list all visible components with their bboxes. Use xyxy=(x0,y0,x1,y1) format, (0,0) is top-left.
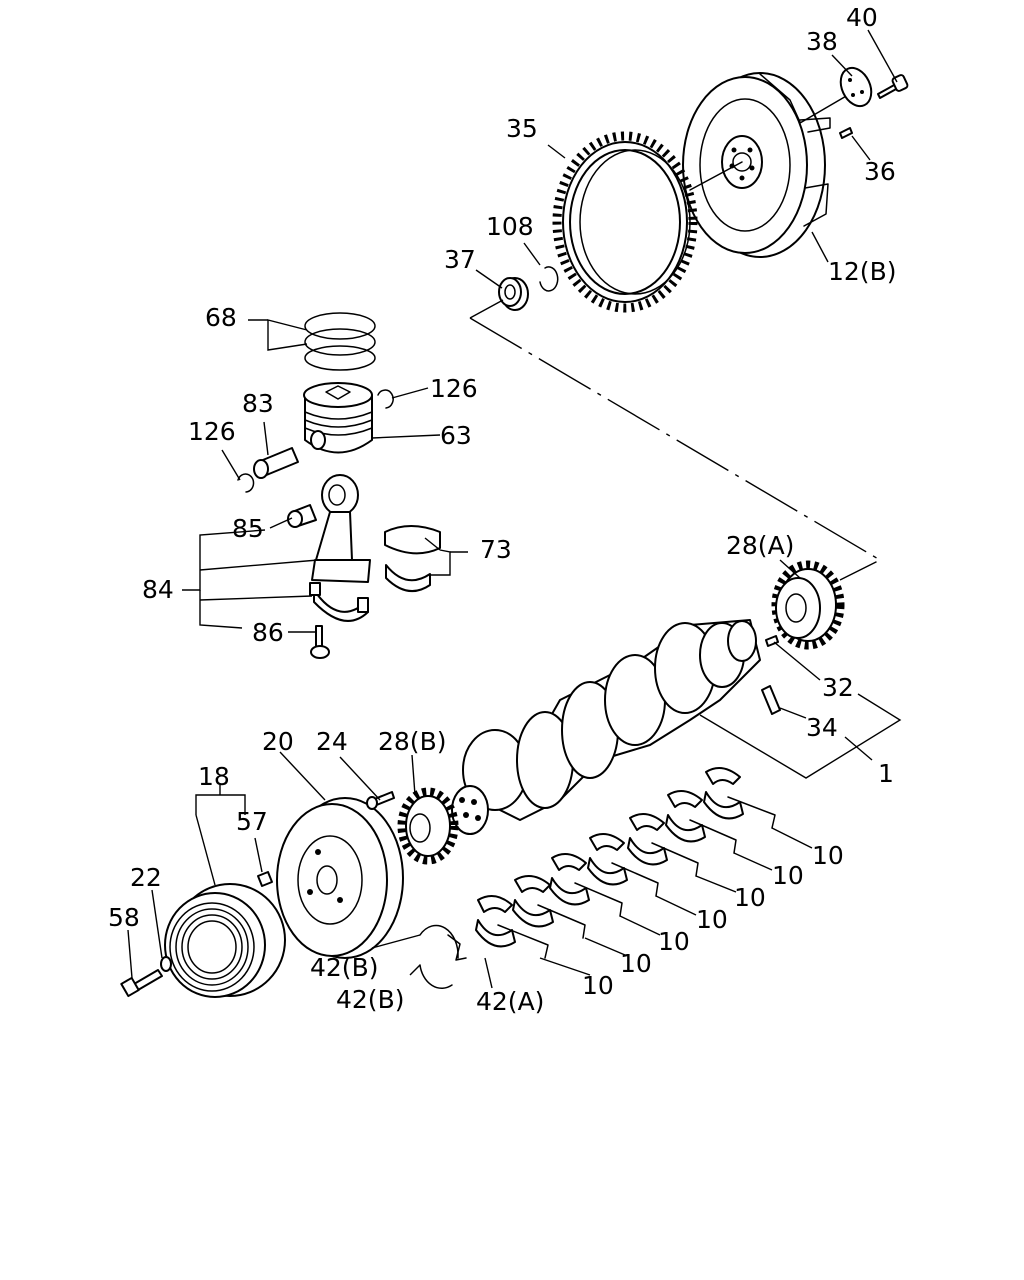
label-24: 24 xyxy=(316,727,348,756)
bolt-40 xyxy=(877,74,909,99)
piston xyxy=(303,382,373,454)
rod-cap xyxy=(309,582,369,622)
piston-pin-83 xyxy=(253,447,299,479)
label-1: 1 xyxy=(878,759,894,788)
rod-bearings-73 xyxy=(384,525,441,593)
label-35: 35 xyxy=(506,114,538,143)
label-68: 68 xyxy=(205,303,237,332)
thrust-washers-42 xyxy=(419,924,467,990)
label-34: 34 xyxy=(806,713,838,742)
piston-rings xyxy=(304,312,376,371)
pin-32 xyxy=(765,635,779,647)
bolt-24 xyxy=(366,791,395,810)
label-126-right: 126 xyxy=(430,374,478,403)
label-12b: 12(B) xyxy=(828,257,896,286)
label-84: 84 xyxy=(142,575,174,604)
label-83: 83 xyxy=(242,389,274,418)
lock-plate-38 xyxy=(839,66,873,108)
ring-gear xyxy=(552,131,698,313)
label-108: 108 xyxy=(486,212,534,241)
bushing-85 xyxy=(287,504,317,528)
crankshaft xyxy=(451,619,761,835)
label-73: 73 xyxy=(480,535,512,564)
gear-28b xyxy=(397,787,459,865)
crank-gear-28a xyxy=(771,560,845,650)
circlip-126-right xyxy=(377,389,394,409)
connecting-rod xyxy=(311,474,371,583)
label-22: 22 xyxy=(130,863,162,892)
key-57 xyxy=(257,871,273,887)
label-86: 86 xyxy=(252,618,284,647)
label-42a: 42(A) xyxy=(476,987,544,1016)
label-58: 58 xyxy=(108,903,140,932)
label-37: 37 xyxy=(444,245,476,274)
washer-22 xyxy=(160,956,172,972)
bolt-58 xyxy=(120,969,163,998)
label-20: 20 xyxy=(262,727,294,756)
label-38: 38 xyxy=(806,27,838,56)
label-10-d: 10 xyxy=(696,905,728,934)
rod-bolt-86 xyxy=(310,625,330,659)
label-42b-1: 42(B) xyxy=(310,953,378,982)
label-36: 36 xyxy=(864,157,896,186)
label-40: 40 xyxy=(846,3,878,32)
label-63: 63 xyxy=(440,421,472,450)
label-28b: 28(B) xyxy=(378,727,446,756)
flywheel-assembly xyxy=(682,72,849,258)
label-10-f: 10 xyxy=(620,949,652,978)
damper-pulley-20 xyxy=(276,797,404,959)
label-10-b: 10 xyxy=(772,861,804,890)
part-number-labels: 40 38 35 36 108 37 12(B) 68 126 83 126 6… xyxy=(108,3,896,1016)
main-bearings-10 xyxy=(475,767,776,959)
label-10-c: 10 xyxy=(734,883,766,912)
label-126-left: 126 xyxy=(188,417,236,446)
pilot-bearing-37 xyxy=(498,277,529,311)
snap-ring-108 xyxy=(539,266,559,292)
label-42b-2: 42(B) xyxy=(336,985,404,1014)
label-10-e: 10 xyxy=(658,927,690,956)
leader-lines xyxy=(127,29,902,989)
pin-34 xyxy=(761,685,781,715)
dowel-36 xyxy=(839,127,853,139)
label-32: 32 xyxy=(822,673,854,702)
label-18: 18 xyxy=(198,762,230,791)
label-85: 85 xyxy=(232,514,264,543)
pulley-18 xyxy=(164,883,286,998)
label-57: 57 xyxy=(236,807,268,836)
label-10-a: 10 xyxy=(812,841,844,870)
circlip-126-left xyxy=(237,473,255,493)
label-10-g: 10 xyxy=(582,971,614,1000)
label-28a: 28(A) xyxy=(726,531,794,560)
